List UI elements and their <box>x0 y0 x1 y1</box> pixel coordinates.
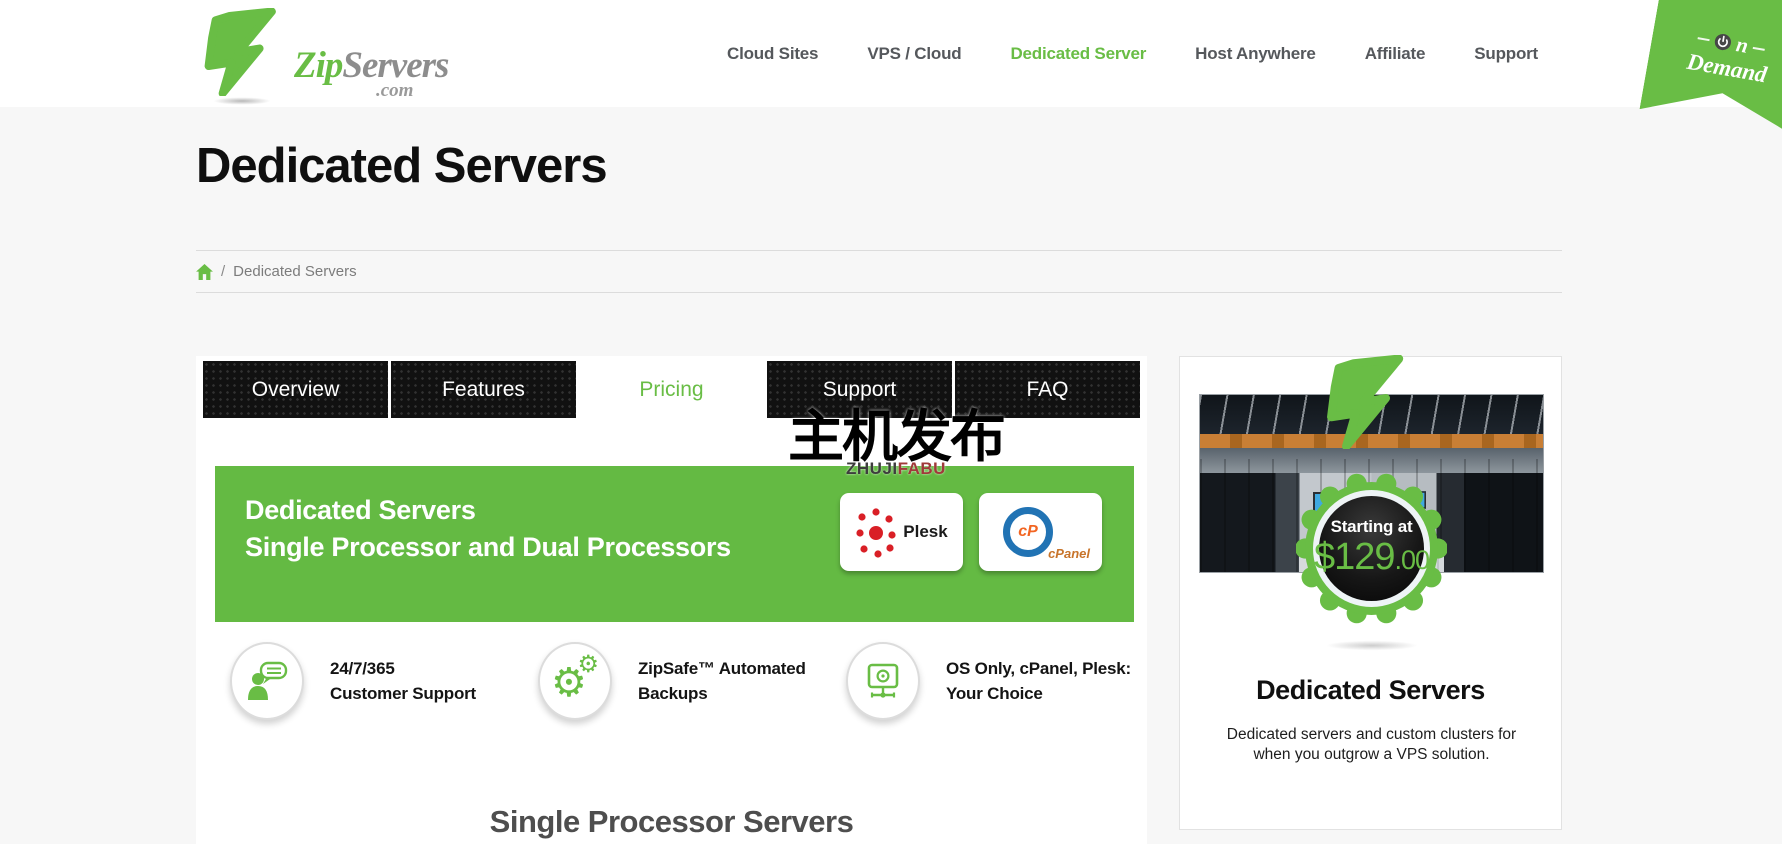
sidebar-card: Starting at $129.00 Dedicated Servers De… <box>1179 355 1562 830</box>
ribbon-content: n Demand <box>1647 17 1782 95</box>
nav-dedicated-server[interactable]: Dedicated Server <box>1010 43 1147 63</box>
gears-icon: ⚙ ⚙ <box>538 642 612 720</box>
plesk-badge[interactable]: Plesk <box>840 493 963 571</box>
breadcrumb: / Dedicated Servers <box>196 250 1562 293</box>
badge-price-main: $129 <box>1313 536 1396 578</box>
main-nav: Cloud Sites VPS / Cloud Dedicated Server… <box>727 0 1538 107</box>
logo-tld: .com <box>376 80 414 101</box>
content-card: Overview Features Pricing Support FAQ De… <box>196 356 1147 844</box>
logo-shadow <box>204 96 280 106</box>
tab-features[interactable]: Features <box>391 361 576 418</box>
cpanel-label: cPanel <box>1048 546 1090 561</box>
power-icon <box>1713 32 1733 52</box>
tab-faq[interactable]: FAQ <box>955 361 1140 418</box>
plesk-label: Plesk <box>903 522 948 541</box>
monitor-icon <box>846 642 920 720</box>
cpanel-badge[interactable]: cP cPanel <box>979 493 1102 571</box>
page-title: Dedicated Servers <box>196 139 608 193</box>
banner-text: Dedicated Servers Single Processor and D… <box>245 492 731 566</box>
ribbon-dash-right <box>1753 46 1765 50</box>
banner-title: Dedicated Servers <box>245 495 476 525</box>
nav-affiliate[interactable]: Affiliate <box>1364 43 1426 63</box>
logo-zip: Zip <box>294 45 343 86</box>
sidebar-title: Dedicated Servers <box>1256 675 1485 705</box>
tab-overview[interactable]: Overview <box>203 361 388 418</box>
badge-starting-at: Starting at <box>1330 517 1413 536</box>
zipservers-z-icon <box>204 8 276 96</box>
feature-backups: ⚙ ⚙ ZipSafe™ Automated Backups <box>538 642 812 720</box>
cpanel-icon: cP <box>1003 507 1053 557</box>
single-processor-heading: Single Processor Servers <box>489 804 854 839</box>
tab-pricing[interactable]: Pricing <box>579 361 764 418</box>
starting-price-badge[interactable]: Starting at $129.00 <box>1294 473 1449 624</box>
badge-core: Starting at $129.00 <box>1313 490 1430 607</box>
badge-shadow <box>1311 639 1433 652</box>
pricing-banner: Dedicated Servers Single Processor and D… <box>215 466 1134 622</box>
feature-support-line1: 24/7/365 <box>330 659 395 678</box>
sidebar-description: Dedicated servers and custom clusters fo… <box>1226 726 1517 763</box>
logo-text: ZipServers <box>294 44 449 87</box>
header: ZipServers .com Cloud Sites VPS / Cloud … <box>0 0 1782 107</box>
feature-os-line1: OS Only, cPanel, Plesk: <box>946 659 1131 678</box>
breadcrumb-separator: / <box>221 263 226 280</box>
tab-bar: Overview Features Pricing Support FAQ <box>203 361 1140 418</box>
home-icon[interactable] <box>196 263 213 280</box>
breadcrumb-current: Dedicated Servers <box>233 263 357 280</box>
feature-support-line2: Customer Support <box>330 684 477 703</box>
feature-os-choice: OS Only, cPanel, Plesk: Your Choice <box>846 642 1131 720</box>
on-demand-ribbon[interactable]: n Demand <box>1639 0 1782 137</box>
badge-price-cents: .00 <box>1394 545 1431 575</box>
badge-price: $129.00 <box>1313 536 1431 580</box>
ribbon-on-text: n <box>1734 32 1751 58</box>
nav-support[interactable]: Support <box>1474 43 1539 63</box>
feature-backups-text: ZipSafe™ Automated Backups <box>638 656 806 706</box>
nav-host-anywhere[interactable]: Host Anywhere <box>1195 43 1316 63</box>
support-agent-icon <box>230 642 304 720</box>
feature-os-choice-text: OS Only, cPanel, Plesk: Your Choice <box>946 656 1131 706</box>
feature-row: 24/7/365 Customer Support ⚙ ⚙ ZipSafe™ A… <box>196 642 1147 720</box>
banner-subtitle: Single Processor and Dual Processors <box>245 532 731 562</box>
logo-servers: Servers <box>342 45 449 86</box>
feature-backups-line2: Backups <box>638 684 708 703</box>
feature-os-line2: Your Choice <box>946 684 1043 703</box>
ribbon-dash-left <box>1698 37 1710 41</box>
feature-support: 24/7/365 Customer Support <box>230 642 504 720</box>
sidebar-z-icon <box>1327 355 1404 449</box>
plesk-icon <box>856 508 896 558</box>
feature-backups-line1: ZipSafe™ Automated <box>638 659 806 678</box>
zipservers-logo[interactable]: ZipServers .com <box>196 4 456 106</box>
nav-cloud-sites[interactable]: Cloud Sites <box>727 43 819 63</box>
tab-support[interactable]: Support <box>767 361 952 418</box>
nav-vps-cloud[interactable]: VPS / Cloud <box>867 43 962 63</box>
feature-support-text: 24/7/365 Customer Support <box>330 656 476 706</box>
